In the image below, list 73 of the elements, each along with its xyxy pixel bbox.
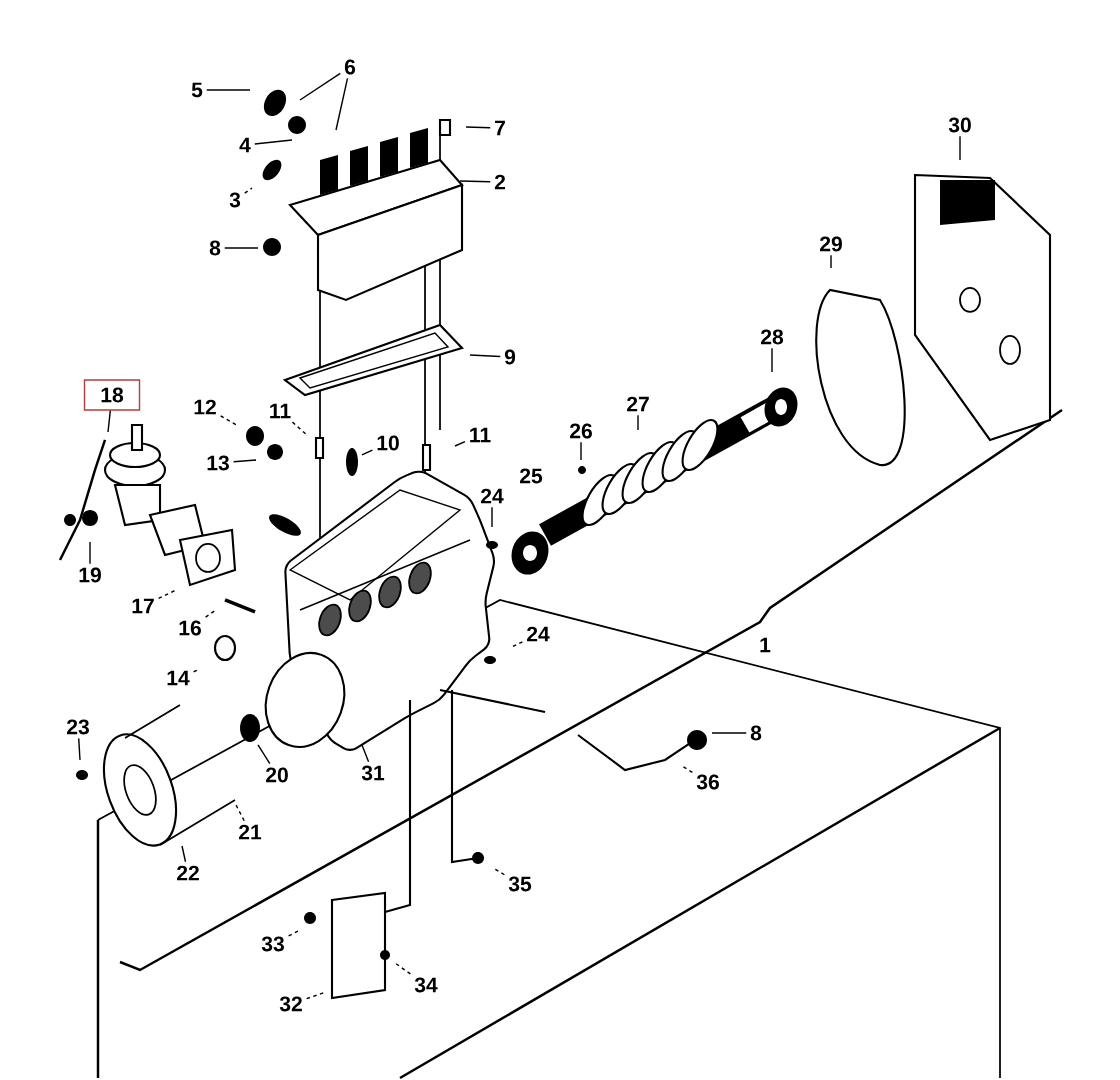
leader-line bbox=[206, 89, 251, 91]
callout-number: 3 bbox=[229, 192, 241, 208]
callout-number: 36 bbox=[696, 774, 719, 790]
leader-line bbox=[361, 449, 374, 456]
leader-line bbox=[192, 669, 199, 673]
leader-line bbox=[454, 440, 466, 447]
leader-line bbox=[219, 415, 239, 427]
callout-number: 20 bbox=[266, 767, 288, 783]
callout-number: 17 bbox=[132, 598, 154, 614]
callout-number: 22 bbox=[177, 865, 199, 881]
leader-line bbox=[465, 126, 491, 129]
callout-number: 35 bbox=[508, 876, 532, 892]
leader-line bbox=[361, 744, 370, 763]
callout-number: 2 bbox=[494, 174, 506, 190]
leader-line bbox=[291, 421, 309, 437]
callout-number: 34 bbox=[414, 977, 438, 993]
leader-line bbox=[257, 744, 271, 765]
callout-number: 1 bbox=[760, 637, 771, 653]
callout-number: 27 bbox=[627, 396, 649, 412]
callout-number: 23 bbox=[67, 719, 89, 735]
callout-number: 28 bbox=[761, 329, 784, 345]
leader-line bbox=[181, 845, 187, 863]
callout-number: 11 bbox=[270, 403, 291, 419]
callout-number: 14 bbox=[167, 670, 190, 686]
callout-number: 33 bbox=[261, 936, 284, 952]
callout-number: 8 bbox=[209, 240, 221, 256]
leader-line bbox=[107, 410, 111, 433]
leader-line bbox=[469, 354, 501, 358]
leader-line bbox=[830, 254, 832, 269]
leader-line bbox=[204, 609, 217, 618]
callout-number: 24 bbox=[527, 626, 550, 642]
leader-line bbox=[235, 804, 245, 822]
leader-line bbox=[335, 77, 349, 131]
callout-number: 13 bbox=[207, 455, 229, 471]
leader-line bbox=[771, 347, 773, 373]
callout-number: 9 bbox=[504, 349, 516, 365]
leader-line bbox=[711, 732, 747, 734]
leader-line bbox=[681, 765, 694, 774]
leader-line bbox=[232, 459, 257, 463]
leader-line bbox=[491, 506, 493, 528]
leader-line bbox=[299, 72, 341, 101]
callout-number: 19 bbox=[79, 567, 101, 583]
callout-number: 32 bbox=[279, 996, 302, 1012]
callout-number: 26 bbox=[570, 423, 592, 439]
callout-number: 25 bbox=[520, 468, 543, 484]
callout-number: 6 bbox=[344, 59, 356, 75]
leader-line bbox=[580, 441, 582, 461]
callout-number: 29 bbox=[820, 236, 842, 252]
leader-line bbox=[89, 541, 91, 565]
leader-line bbox=[394, 962, 412, 975]
leader-line bbox=[157, 589, 177, 600]
highlighted-callout-box: 18 bbox=[83, 379, 141, 411]
callout-number: 4 bbox=[239, 137, 251, 153]
leader-line bbox=[244, 187, 253, 194]
callout-number: 8 bbox=[750, 725, 762, 741]
leader-line bbox=[637, 414, 639, 431]
callout-number: 16 bbox=[179, 620, 201, 636]
callout-number: 12 bbox=[194, 399, 216, 415]
callout-number: 30 bbox=[948, 117, 971, 133]
leader-line bbox=[78, 737, 81, 761]
callout-number: 21 bbox=[239, 824, 262, 840]
callout-number: 24 bbox=[481, 488, 504, 504]
callout-number: 11 bbox=[470, 427, 491, 443]
leader-line bbox=[287, 929, 301, 937]
callout-number: 31 bbox=[361, 765, 385, 781]
leader-line bbox=[254, 139, 293, 145]
leader-line bbox=[959, 135, 961, 161]
callout-number: 10 bbox=[377, 435, 399, 451]
callout-number: 7 bbox=[495, 120, 505, 136]
leader-line bbox=[492, 867, 506, 876]
leader-line bbox=[224, 247, 259, 249]
callout-number: 5 bbox=[191, 82, 203, 98]
leader-line bbox=[459, 180, 491, 183]
